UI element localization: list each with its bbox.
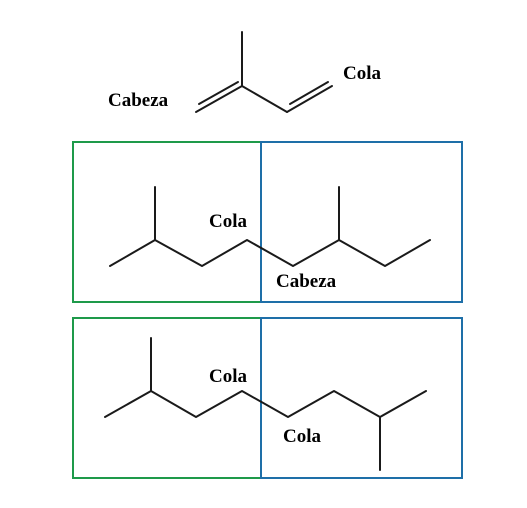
head-tail-head-label: Cabeza xyxy=(276,271,337,292)
isoprene-tail-label: Cola xyxy=(343,63,382,84)
tt-main-chain xyxy=(104,390,427,418)
tail-tail-right-tail-label: Cola xyxy=(283,426,322,447)
tail-tail-left-tail-label: Cola xyxy=(209,366,248,387)
isoprene-double-bond-left-outer xyxy=(195,85,243,113)
isoprene-double-bond-right-outer xyxy=(286,85,333,113)
tail-tail-right-unit-box xyxy=(260,317,463,479)
head-tail-tail-label: Cola xyxy=(209,211,248,232)
isoprene-single-bond xyxy=(241,85,288,113)
isoprene-double-bond-right-inner xyxy=(289,81,329,105)
head-tail-right-unit-box xyxy=(260,141,463,303)
tail-tail-dimer-chain xyxy=(104,337,427,471)
isoprene-molecule xyxy=(195,31,333,113)
isoprene-double-bond-left-inner xyxy=(198,81,239,105)
isoprene-head-label: Cabeza xyxy=(108,90,169,111)
tail-tail-left-unit-box xyxy=(72,317,262,479)
ht-main-chain xyxy=(109,239,431,267)
head-tail-dimer-chain xyxy=(109,186,431,267)
